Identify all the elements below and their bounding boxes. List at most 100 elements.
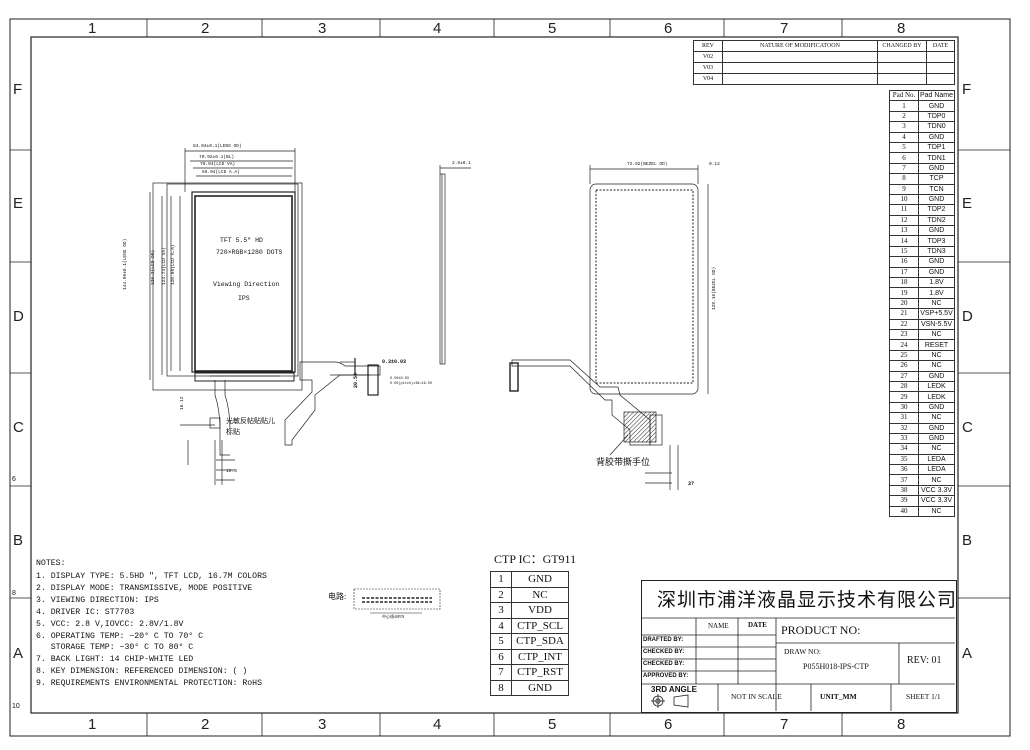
ctp-pin-name: GND bbox=[511, 679, 569, 696]
zone-col-2-bottom: 2 bbox=[201, 716, 210, 733]
ctp-pin-number: 6 bbox=[490, 648, 512, 665]
pad-number: 19 bbox=[889, 287, 919, 299]
ctp-pin-name: NC bbox=[511, 586, 569, 603]
pad-number: 26 bbox=[889, 360, 919, 372]
zone-mark-10: 10 bbox=[12, 703, 20, 710]
tb-draw-no: P055H018-IPS-CTP bbox=[803, 662, 869, 671]
rev-header-changed: CHANGED BY bbox=[877, 40, 927, 52]
pad-name: LEDK bbox=[918, 380, 955, 393]
rev-header-rev: REV bbox=[693, 40, 723, 52]
pad-name: GND bbox=[918, 266, 955, 279]
tb-approved: APPROVED BY: bbox=[643, 673, 689, 679]
revision-table: REV NATURE OF MODIFICATOON CHANGED BY DA… bbox=[693, 40, 955, 85]
rev-cell: V02 bbox=[693, 51, 723, 63]
zone-col-6-bottom: 6 bbox=[664, 716, 673, 733]
note-item: 1. DISPLAY TYPE: 5.5HD ″, TFT LCD, 16.7M… bbox=[36, 572, 267, 581]
pad-number: 29 bbox=[889, 391, 919, 403]
tb-draw-no-label: DRAW NO: bbox=[784, 647, 821, 656]
pad-number: 18 bbox=[889, 277, 919, 289]
front-text-resolution: 720×RGB×1280 DOTS bbox=[216, 249, 283, 256]
ctp-pin-name: CTP_RST bbox=[511, 664, 569, 681]
pad-number: 25 bbox=[889, 349, 919, 362]
zone-mark-6: 6 bbox=[12, 476, 16, 483]
third-angle-icon bbox=[651, 694, 689, 708]
pad-number: 8 bbox=[889, 173, 919, 185]
front-dim-aa-width: 68.04(LCD A.A) bbox=[202, 170, 240, 175]
ctp-pin-number: 3 bbox=[490, 602, 512, 619]
zone-col-8-bottom: 8 bbox=[897, 716, 906, 733]
pad-name: TDP3 bbox=[918, 235, 955, 247]
zone-row-d: D bbox=[13, 308, 24, 325]
pad-header-row: Pad No. Pad Name bbox=[889, 89, 955, 102]
back-view-drawing bbox=[509, 165, 709, 490]
pad-number: 12 bbox=[889, 214, 919, 227]
notes-title: NOTES: bbox=[36, 559, 66, 568]
revision-header-row: REV NATURE OF MODIFICATOON CHANGED BY DA… bbox=[693, 40, 955, 52]
rev-header-date: DATE bbox=[926, 40, 955, 52]
front-fpc-dim: 0.3±0.03 bbox=[382, 359, 407, 365]
zone-col-6: 6 bbox=[664, 20, 673, 37]
front-fpc-dim-2: 12.3 bbox=[226, 469, 237, 474]
pad-name: VCC 3.3V bbox=[918, 495, 955, 507]
pad-number: 20 bbox=[889, 297, 919, 310]
zone-col-1: 1 bbox=[88, 20, 97, 37]
ctp-pin-number: 2 bbox=[490, 586, 512, 603]
pad-number: 35 bbox=[889, 453, 919, 466]
pad-name: GND bbox=[918, 256, 955, 268]
pad-name: TDN0 bbox=[918, 121, 955, 133]
pad-name: NC bbox=[918, 349, 955, 362]
pad-number: 14 bbox=[889, 235, 919, 247]
note-item: 6. OPERATING TEMP: −20° C TO 70° C bbox=[36, 631, 204, 641]
pad-number: 37 bbox=[889, 474, 919, 486]
pad-number: 17 bbox=[889, 266, 919, 279]
pad-name: NC bbox=[918, 412, 955, 424]
tb-scale: NOT IN SCALE bbox=[731, 692, 782, 701]
pad-header-no: Pad No. bbox=[889, 89, 919, 102]
side-view-drawing bbox=[439, 165, 471, 365]
ctp-pin-name: CTP_INT bbox=[511, 648, 569, 665]
ctp-pin-name: GND bbox=[511, 571, 569, 588]
front-fpc-pitch2: 0.50(pitch)×39=19.50 bbox=[390, 382, 433, 386]
pad-number: 4 bbox=[889, 131, 919, 143]
zone-col-4-bottom: 4 bbox=[433, 716, 442, 733]
title-block bbox=[641, 580, 957, 713]
ctp-pin-number: 1 bbox=[490, 571, 512, 588]
front-vdim-aa: 120.96(LCD A.A) bbox=[171, 244, 176, 285]
rev-cell: V04 bbox=[693, 73, 723, 85]
zone-col-5: 5 bbox=[548, 20, 557, 37]
pad-number: 32 bbox=[889, 422, 919, 434]
zone-col-3: 3 bbox=[318, 20, 327, 37]
note-item: 9. REQUIREMENTS ENVIRONMENTAL PROTECTION… bbox=[36, 679, 263, 689]
front-fpc-width: 20.50 bbox=[353, 372, 359, 388]
back-dim-right: 0.12 bbox=[709, 162, 720, 167]
front-vdim-va: 124.74(LCD VA) bbox=[162, 247, 167, 285]
pad-name: NC bbox=[918, 360, 955, 372]
front-text-ips: IPS bbox=[238, 295, 250, 302]
pad-number: 9 bbox=[889, 183, 919, 195]
zone-row-e: E bbox=[13, 195, 24, 212]
tb-angle: 3RD ANGLE bbox=[651, 685, 697, 694]
ctp-pin-name: VDD bbox=[511, 602, 569, 619]
pad-number: 11 bbox=[889, 204, 919, 216]
pad-name: GND bbox=[918, 422, 955, 434]
